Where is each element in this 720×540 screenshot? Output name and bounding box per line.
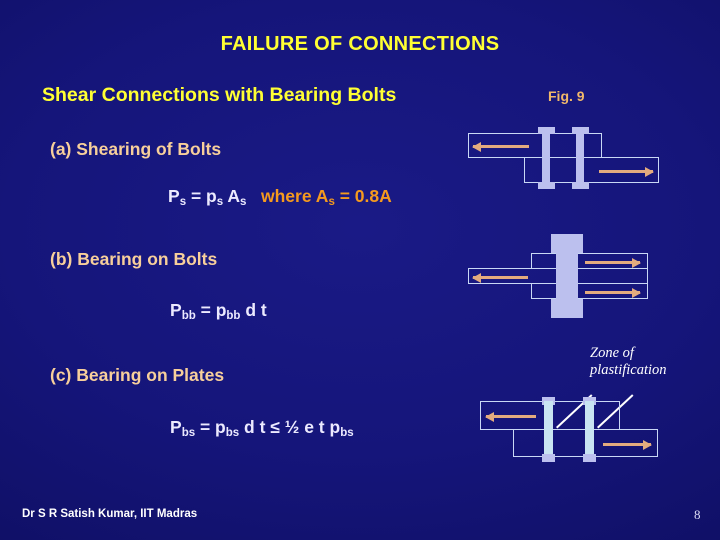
equation-c: Pbs = pbs d t ≤ ½ e t pbs — [170, 417, 354, 439]
footer-page-number: 8 — [694, 507, 701, 522]
bolt-1-plastification-zone-lower — [544, 429, 553, 457]
diagram-double-shear-butt-joint — [455, 228, 670, 320]
bolt-2-shank — [576, 133, 584, 157]
zone-of-plastification-label: Zone of plastification — [590, 345, 667, 379]
bolt-2-head-bottom — [572, 182, 589, 189]
item-label-b: (b) Bearing on Bolts — [50, 249, 218, 269]
lower-cover-plate — [531, 283, 648, 299]
bolt-2-head-bottom — [583, 454, 596, 462]
figure-label: Fig. 9 — [548, 88, 585, 104]
bolt-1-shank — [542, 133, 550, 157]
equation-b-white: Pbb = pbb d t — [170, 300, 267, 322]
bolt-1-shank-lower — [542, 157, 550, 183]
bolt-2-plastification-zone-upper — [585, 401, 594, 430]
bolt-2-plastification-zone-lower — [585, 429, 594, 457]
equation-a: Ps = ps As where As = 0.8A — [168, 186, 392, 208]
page-title: FAILURE OF CONNECTIONS — [220, 33, 500, 55]
slide-subtitle: Shear Connections with Bearing Bolts — [42, 84, 397, 106]
bolt-shank-overlay — [556, 252, 578, 300]
item-label-a: (a) Shearing of Bolts — [50, 139, 222, 159]
diagram-single-shear-lap-joint — [455, 112, 670, 192]
bottom-plate — [524, 157, 659, 183]
equation-b: Pbb = pbb d t — [170, 300, 267, 322]
bolt-1-head-top — [538, 127, 555, 134]
bolt-2-shank-lower — [576, 157, 584, 183]
bolt-2-head-top — [572, 127, 589, 134]
bolt-1-plastification-zone-upper — [544, 401, 553, 430]
diagram-plate-bearing-joint — [455, 394, 670, 466]
item-label-c: (c) Bearing on Plates — [50, 365, 225, 385]
equation-a-white: Ps = ps As — [168, 186, 247, 208]
equation-a-orange: where As = 0.8A — [251, 186, 392, 208]
zone-label-line1: Zone of — [590, 345, 634, 361]
footer-author: Dr S R Satish Kumar, IIT Madras — [22, 508, 198, 520]
bolt-1-head-bottom — [542, 454, 555, 462]
bolt-head-top — [551, 234, 583, 254]
zone-label-line2: plastification — [590, 362, 667, 378]
bolt-1-head-bottom — [538, 182, 555, 189]
bolt-head-bottom — [551, 298, 583, 318]
equation-c-white: Pbs = pbs d t ≤ ½ e t pbs — [170, 417, 354, 439]
